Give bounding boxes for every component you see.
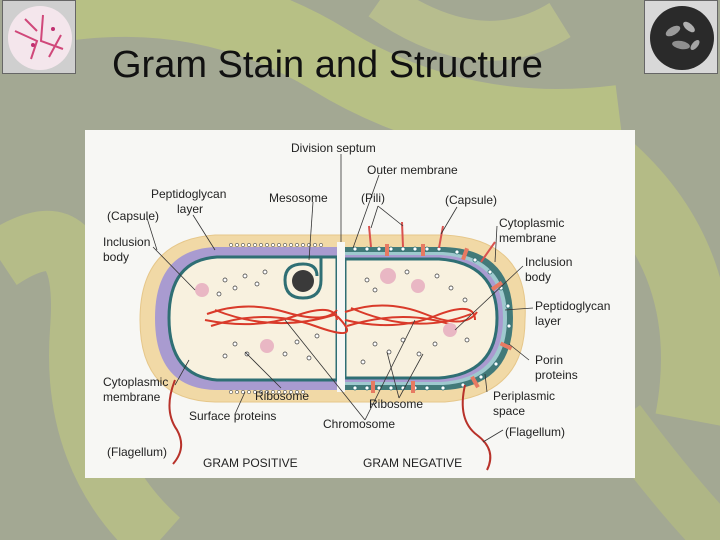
label-chromosome: Chromosome [323,417,395,431]
slide-title: Gram Stain and Structure [112,44,543,86]
ribosomes [216,269,470,365]
label-periplasmic-1: Periplasmic [493,389,555,403]
label-porin-2: proteins [535,368,578,382]
inclusion-body [443,323,457,337]
label-mesosome: Mesosome [269,191,328,205]
mesosome [283,258,323,300]
inclusion-body [195,283,209,297]
label-peptidoglycan-right-2: layer [535,314,561,328]
label-capsule-right: (Capsule) [445,193,497,207]
flagellum-right [461,384,492,471]
inclusion-body [260,339,274,353]
division-septum [337,242,345,392]
label-cytoplasmic-right-2: membrane [499,231,557,245]
porin-proteins [371,244,513,393]
label-capsule-left: (Capsule) [107,209,159,223]
label-peptidoglycan-right-1: Peptidoglycan [535,299,610,313]
mesosome-core [292,270,314,292]
label-division-septum: Division septum [291,141,376,155]
label-inclusion-right-2: body [525,270,551,284]
label-flagellum-left: (Flagellum) [107,445,167,459]
label-periplasmic-2: space [493,404,525,418]
label-porin-1: Porin [535,353,563,367]
label-pili: (Pili) [361,191,385,205]
label-inclusion-right-1: Inclusion [525,255,572,269]
gram-stain-diagram: Division septum Outer membrane Peptidogl… [85,130,635,478]
label-gram-positive: GRAM POSITIVE [203,456,298,470]
label-ribosome-right: Ribosome [369,397,423,411]
label-cytoplasmic-left-1: Cytoplasmic [103,375,168,389]
inclusion-body [380,268,396,284]
pili [368,221,496,263]
label-surface-proteins: Surface proteins [189,409,276,423]
label-gram-negative: GRAM NEGATIVE [363,456,462,470]
label-peptidoglycan-left-2: layer [177,202,203,216]
stained-cells-thumbnail [2,0,76,74]
label-inclusion-left-2: body [103,250,129,264]
surface-proteins-dots [229,243,323,394]
inclusion-body [411,279,425,293]
bacteria-micrograph-thumbnail [644,0,718,74]
chromosome [204,304,478,334]
leader-lines [146,154,534,443]
label-ribosome-left: Ribosome [255,389,309,403]
label-cytoplasmic-right-1: Cytoplasmic [499,216,564,230]
label-outer-membrane: Outer membrane [367,163,458,177]
label-cytoplasmic-left-2: membrane [103,390,161,404]
label-flagellum-right: (Flagellum) [505,425,565,439]
flagellum-left [168,379,183,465]
label-inclusion-left-1: Inclusion [103,235,150,249]
label-peptidoglycan-left-1: Peptidoglycan [151,187,226,201]
